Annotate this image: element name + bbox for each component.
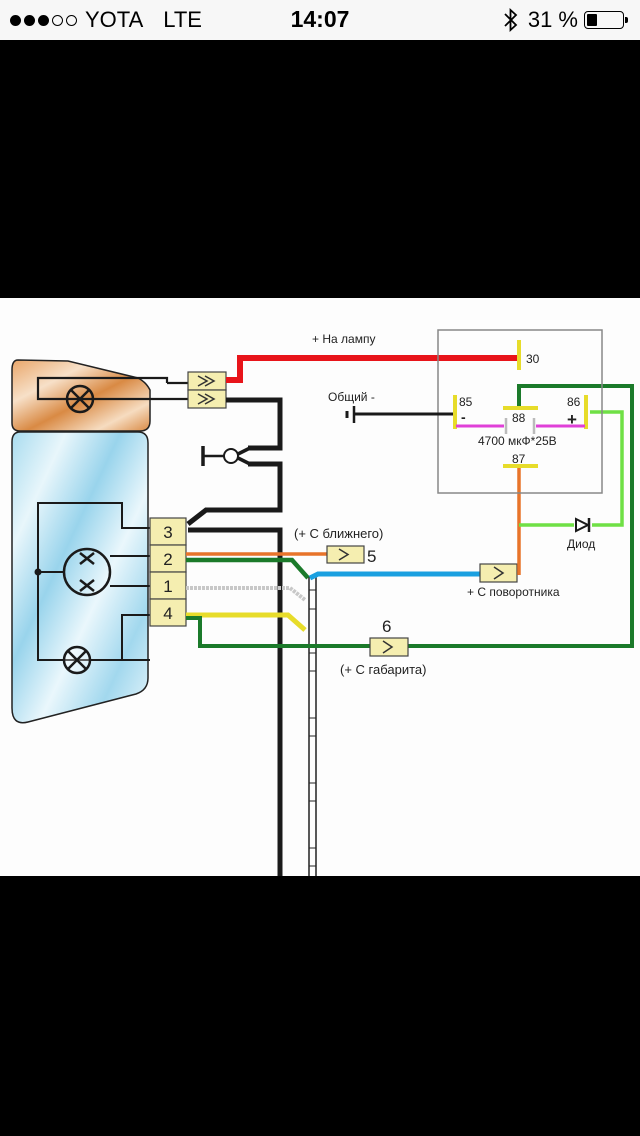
label-pin-30: 30 xyxy=(526,352,540,366)
headlight-circuit xyxy=(34,502,150,661)
battery-tip xyxy=(625,17,628,23)
signal-dot xyxy=(24,14,35,26)
bluetooth-icon xyxy=(504,7,518,33)
grey-wire-pin1 xyxy=(186,586,307,602)
label-pin-87: 87 xyxy=(512,452,526,466)
label-plus: + xyxy=(567,410,577,429)
signal-dot xyxy=(38,14,49,26)
capacitor-icon xyxy=(504,418,536,434)
battery-percent: 31 % xyxy=(527,7,578,32)
label-minus: - xyxy=(461,409,466,425)
black-wire-trunk xyxy=(188,527,283,876)
label-from-turn-signal: + С поворотника xyxy=(467,585,560,599)
ground-icon xyxy=(345,406,356,423)
connector-turn-signal xyxy=(479,563,518,583)
connector-top xyxy=(187,371,227,409)
blue-wire-turn-signal xyxy=(308,571,482,581)
label-from-parking-light: (+ С габарита) xyxy=(340,662,426,677)
label-pin-88: 88 xyxy=(512,411,526,425)
green-wire-pin2 xyxy=(186,557,310,580)
diode-icon xyxy=(574,517,592,533)
status-right: 31 % xyxy=(502,7,628,33)
label-pin-86: 86 xyxy=(567,395,581,409)
block-pin-3: 3 xyxy=(163,523,172,542)
wire-harness xyxy=(308,576,317,876)
side-lamp-icon xyxy=(62,645,92,675)
label-connector-6: 6 xyxy=(382,617,391,636)
parking-light-housing xyxy=(11,359,151,432)
network-type: LTE xyxy=(163,7,202,32)
label-capacitor: 4700 мкФ*25В xyxy=(478,434,557,448)
light-green-wire-diode xyxy=(519,410,624,527)
signal-dot xyxy=(10,14,21,26)
headlight-housing xyxy=(11,431,149,724)
block-pin-2: 2 xyxy=(163,550,172,569)
wiring-diagram: + На лампу xyxy=(11,329,634,876)
connector-5 xyxy=(326,545,365,564)
block-pin-1: 1 xyxy=(163,577,172,596)
status-bar: YOTA LTE 14:07 31 % xyxy=(0,0,640,40)
signal-strength-icon xyxy=(10,14,77,26)
wiring-diagram-image[interactable]: + На лампу xyxy=(0,298,640,876)
battery-level xyxy=(587,14,597,26)
carrier-name: YOTA xyxy=(85,7,144,32)
black-wire-switch-in xyxy=(226,397,283,451)
signal-dot xyxy=(52,14,63,26)
label-from-low-beam: (+ С ближнего) xyxy=(294,526,383,541)
red-wire xyxy=(226,355,518,383)
relay-box xyxy=(437,329,603,494)
connector-6 xyxy=(369,637,409,657)
signal-dot xyxy=(66,14,77,26)
green-wire-parking xyxy=(186,384,634,648)
label-common-ground: Общий - xyxy=(328,390,375,404)
status-left: YOTA LTE xyxy=(10,7,202,33)
yellow-wire-pin4 xyxy=(186,612,307,632)
label-to-lamp: + На лампу xyxy=(312,332,375,346)
headlamp-bulb-icon xyxy=(62,547,112,597)
battery-icon xyxy=(584,11,628,29)
label-diode: Диод xyxy=(567,537,595,551)
label-connector-5: 5 xyxy=(367,547,376,566)
black-wire-switch-out xyxy=(186,461,283,526)
switch-icon xyxy=(201,446,251,466)
label-pin-85: 85 xyxy=(459,395,473,409)
block-pin-4: 4 xyxy=(163,604,172,623)
terminal-block: 3 2 1 4 xyxy=(149,517,187,627)
parking-lamp-icon xyxy=(65,384,95,414)
